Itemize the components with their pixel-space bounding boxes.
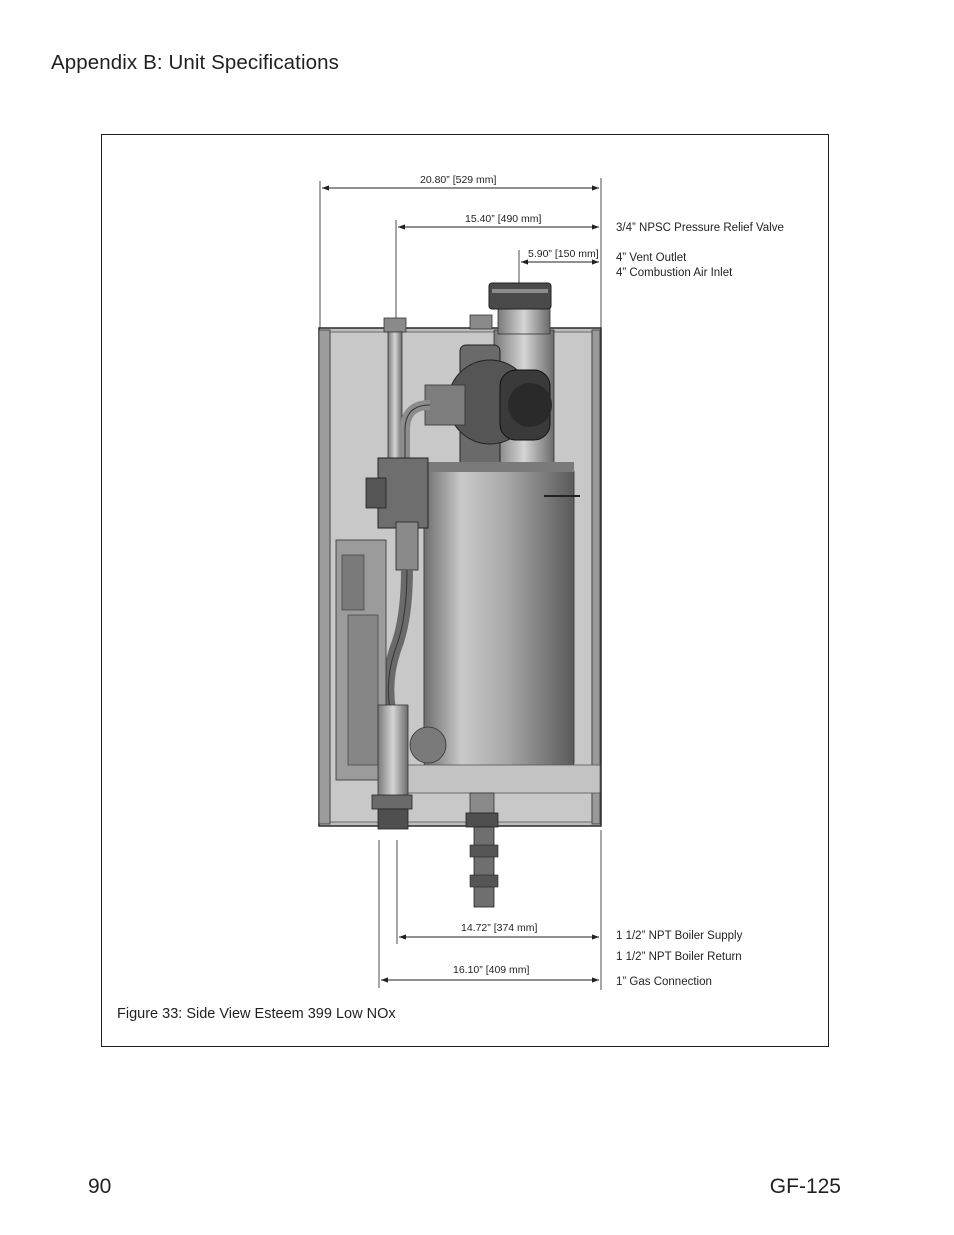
relief-valve-pipe [383,317,407,463]
blower-assembly [400,344,552,468]
callout-combustion-air: 4” Combustion Air Inlet [616,267,733,279]
bottom-connections [371,704,499,908]
callout-gas-connection: 1” Gas Connection [616,976,712,988]
callout-vent-outlet: 4” Vent Outlet [616,252,687,264]
dim-gas-offset: 16.10” [409 mm] [453,964,530,976]
dim-supply-offset: 14.72” [374 mm] [461,922,538,934]
gas-valve-assembly [365,457,429,711]
callout-boiler-supply: 1 1/2” NPT Boiler Supply [616,930,743,942]
page-header-title: Appendix B: Unit Specifications [51,51,339,74]
heat-exchanger-tank [403,462,601,794]
dim-vent-offset: 5.90” [150 mm] [528,248,599,260]
callout-boiler-return: 1 1/2” NPT Boiler Return [616,951,742,963]
dim-relief-valve-offset: 15.40” [490 mm] [465,213,542,225]
figure-caption: Figure 33: Side View Esteem 399 Low NOx [117,1006,396,1022]
extension-lines [319,178,602,990]
callout-relief-valve: 3/4” NPSC Pressure Relief Valve [616,222,784,234]
figure-frame [101,134,829,1047]
document-id: GF-125 [769,1175,841,1198]
dimension-lines [322,185,599,983]
dim-overall-width: 20.80” [529 mm] [420,174,497,186]
page-number: 90 [88,1175,112,1198]
